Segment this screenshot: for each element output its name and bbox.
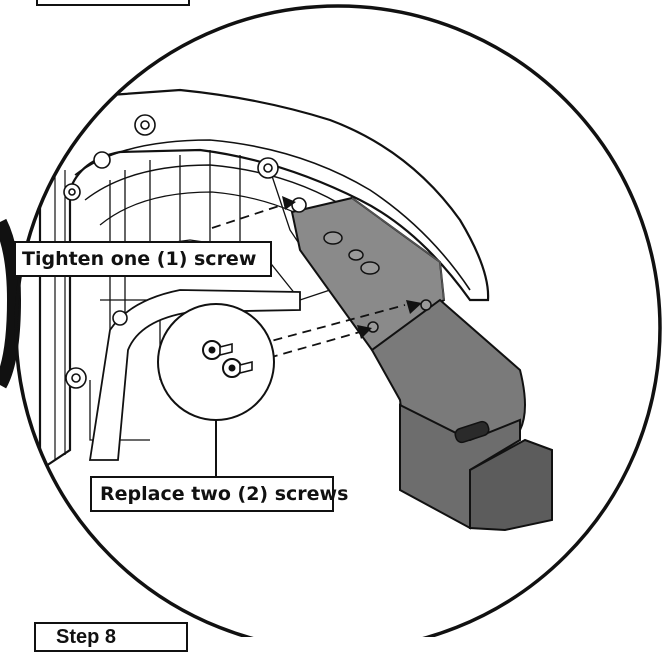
assembly-diagram bbox=[0, 4, 662, 637]
tighten-screw-label: Tighten one (1) screw bbox=[14, 241, 272, 277]
screw-icon bbox=[202, 340, 233, 360]
step-label: Step 8 bbox=[34, 622, 188, 652]
arrow-icon bbox=[282, 196, 422, 339]
screw-icon bbox=[291, 197, 307, 213]
previous-step-frame bbox=[36, 0, 190, 6]
bracket-holes bbox=[323, 231, 432, 333]
zoom-bubble bbox=[157, 303, 275, 421]
adjacent-step-circle bbox=[0, 218, 22, 389]
bracket-slot bbox=[454, 420, 490, 444]
replace-screws-label: Replace two (2) screws bbox=[90, 476, 348, 512]
detail-view bbox=[38, 88, 553, 532]
detail-circle bbox=[14, 4, 662, 637]
housing-outline bbox=[38, 88, 490, 473]
mount-bracket-tab bbox=[469, 438, 553, 532]
housing-frame bbox=[74, 139, 471, 291]
replacement-screws bbox=[202, 340, 253, 378]
housing-bosses bbox=[63, 114, 279, 389]
screw-icon bbox=[222, 358, 253, 378]
